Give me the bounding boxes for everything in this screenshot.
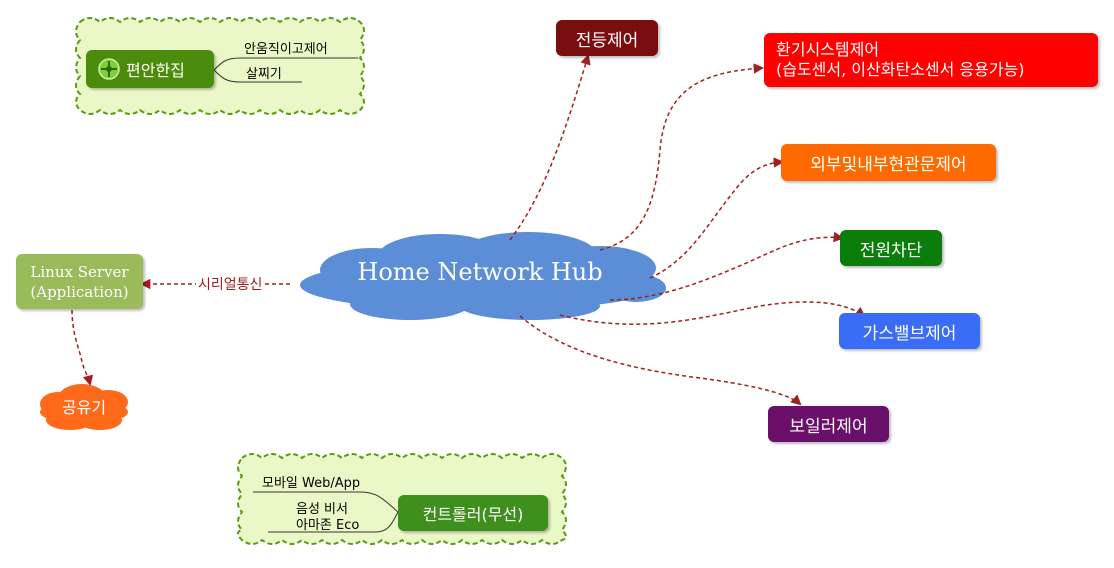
compass-icon	[98, 58, 120, 80]
connector-ventilation	[599, 63, 765, 251]
node-ventilation[interactable]: 환기시스템제어 (습도센서, 이산화탄소센서 응용가능)	[764, 33, 1098, 87]
comfort-panel	[75, 17, 365, 115]
node-power-label: 전원차단	[859, 240, 923, 261]
node-controller[interactable]: 컨트롤러(무선)	[398, 495, 548, 531]
controller-branch-line-2	[268, 511, 399, 533]
node-light[interactable]: 전등제어	[556, 20, 658, 56]
node-boiler-label: 보일러제어	[789, 416, 868, 437]
node-door-label: 외부및내부현관문제어	[810, 155, 967, 175]
router-label: 공유기	[61, 398, 107, 417]
node-ventilation-label-line2: (습도센서, 이산화탄소센서 응용가능)	[776, 60, 1025, 79]
node-controller-label: 컨트롤러(무선)	[422, 505, 524, 524]
hub-cloud	[300, 232, 666, 320]
node-linux-server[interactable]: Linux Server (Application)	[16, 254, 143, 309]
comfort-branch-line-2	[213, 69, 302, 83]
node-boiler[interactable]: 보일러제어	[768, 406, 889, 442]
node-linux-server-line1: Linux Server	[30, 262, 129, 281]
node-gas-label: 가스밸브제어	[862, 323, 957, 344]
node-comfort-label: 편안한집	[126, 61, 185, 80]
node-ventilation-label-line1: 환기시스템제어	[776, 40, 880, 59]
node-comfort[interactable]: 편안한집	[86, 50, 214, 88]
node-gas[interactable]: 가스밸브제어	[839, 313, 980, 349]
router-cloud	[40, 384, 128, 430]
comfort-branch-line-1	[213, 57, 358, 71]
hub-label: Home Network Hub	[357, 258, 603, 286]
node-power[interactable]: 전원차단	[840, 230, 942, 266]
controller-item-3: 아마존 Eco	[296, 518, 360, 533]
controller-item-2: 음성 비서	[296, 502, 348, 517]
node-linux-server-line2: (Application)	[30, 282, 129, 301]
node-light-label: 전등제어	[575, 30, 639, 51]
controller-item-1: 모바일 Web/App	[262, 476, 361, 491]
controller-branch-line-1	[253, 491, 399, 513]
comfort-item-2: 살찌기	[246, 67, 282, 82]
connector-gas	[559, 301, 866, 325]
connector-door	[649, 157, 785, 279]
connector-boiler	[519, 315, 802, 406]
connector-router	[71, 309, 94, 387]
comfort-item-1: 안움직이고제어	[244, 42, 328, 57]
serial-link-label: 시리얼통신	[196, 274, 265, 294]
connector-power	[609, 231, 845, 301]
connector-light	[509, 53, 591, 241]
node-door[interactable]: 외부및내부현관문제어	[781, 144, 996, 181]
